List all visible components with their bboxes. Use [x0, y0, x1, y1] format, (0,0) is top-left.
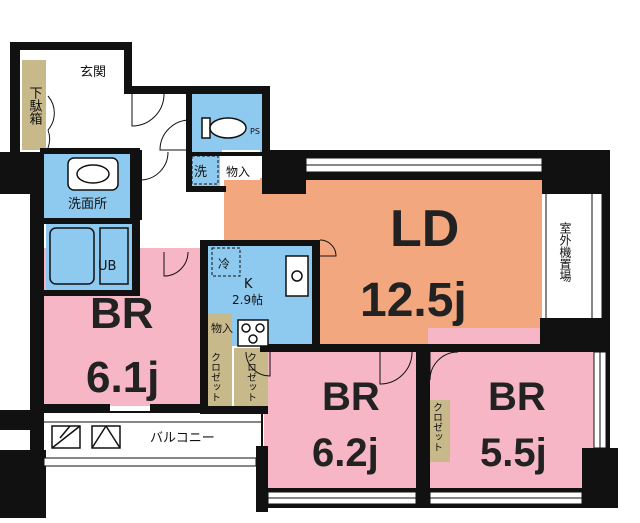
closet-1-label: クロゼット [209, 352, 221, 402]
stove-fixture [237, 319, 269, 347]
br-left-size: 6.1j [86, 353, 159, 402]
closet-3-label: クロゼット [431, 402, 443, 452]
br-left-name: BR [90, 289, 154, 338]
br-middle-name: BR [322, 375, 380, 419]
storage-kitchen-label: 物入 [211, 321, 233, 335]
br-right-size: 5.5j [480, 431, 547, 475]
sink-fixture [67, 157, 119, 191]
kitchen-sink-fixture [285, 255, 309, 297]
ld-size: 12.5j [360, 274, 467, 327]
br-right-room [428, 328, 604, 488]
washer-box [191, 155, 219, 185]
kitchen-size-label: 2.9帖 [232, 292, 263, 307]
bath-label: UB [98, 259, 116, 274]
storage-areas [22, 60, 450, 462]
balcony-area [39, 411, 263, 463]
shoe-box [22, 60, 46, 150]
closet-kitchen-storage [208, 314, 232, 410]
entrance-label: 玄関 [80, 65, 106, 80]
washroom-label: 洗面所 [68, 197, 107, 212]
fridge-space [211, 247, 241, 277]
ps-label: PS [250, 127, 260, 136]
shoe-box-label: 下駄箱 [27, 86, 43, 125]
washer-label: 洗 [194, 165, 207, 180]
br-middle-room [264, 350, 424, 488]
fridge-label: 冷 [218, 257, 230, 271]
br-right-name: BR [488, 375, 546, 419]
outdoor-unit-space [545, 177, 603, 323]
washer-space [190, 152, 220, 186]
bathtub-fixture [49, 227, 129, 285]
ld-name: LD [390, 200, 459, 258]
outdoor-unit-label: 室外機置場 [558, 221, 572, 283]
br-middle-size: 6.2j [312, 431, 379, 475]
air-conditioner-outdoor-units [51, 425, 121, 449]
storage-hall-label: 物入 [226, 165, 250, 179]
closet-left [234, 348, 268, 408]
kitchen-name-label: K [244, 277, 253, 292]
toilet-fixture [201, 117, 247, 139]
closet-2-label: クロゼット [245, 352, 257, 402]
door-swings [47, 93, 459, 385]
balcony-label: バルコニー [150, 431, 215, 446]
windows [43, 157, 607, 505]
